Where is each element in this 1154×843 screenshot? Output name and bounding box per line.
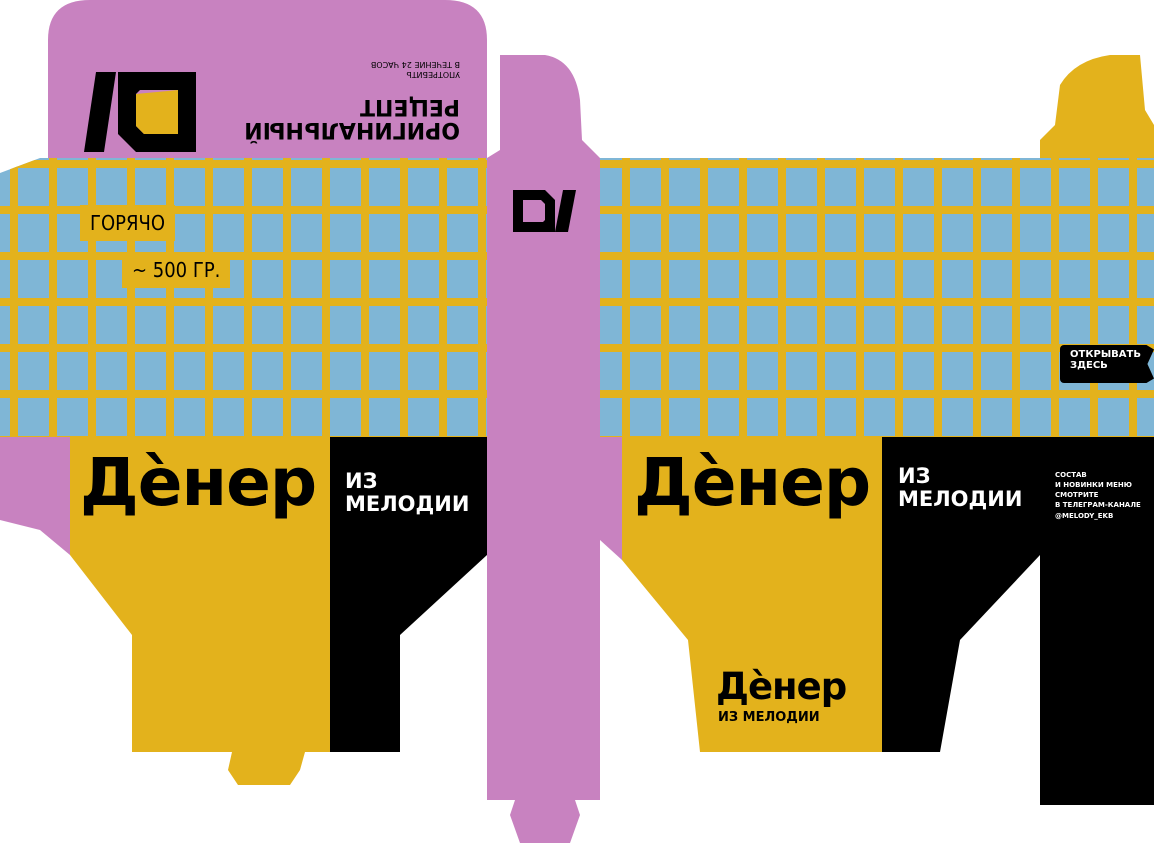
open-here-label: ОТКРЫВАТЬ ЗДЕСЬ (1070, 349, 1141, 371)
recipe-line-2: РЕЦЕПТ (359, 94, 460, 120)
subtitle-line-1: ИЗ (898, 464, 931, 488)
original-recipe: ОРИГИНАЛЬНЫЙ РЕЦЕПТ (244, 94, 460, 143)
middle-strip (487, 55, 600, 843)
usage-line-2: В ТЕЧЕНИЕ 24 ЧАСОВ (370, 60, 460, 70)
small-brand-name: Дѐнер (716, 665, 847, 708)
telegram-handle: @MELODY_EKB (1055, 511, 1114, 520)
brand-name-left: Дѐнер (80, 444, 317, 521)
weight-label: ~ 500 ГР. (122, 252, 231, 288)
right-grid-band (600, 158, 1154, 437)
info-line: СМОТРИТЕ (1055, 491, 1099, 500)
info-line: СОСТАВ (1055, 471, 1087, 479)
top-flap-text: УПОТРЕБИТЬ В ТЕЧЕНИЕ 24 ЧАСОВ (250, 60, 460, 80)
right-black-panel (882, 437, 1040, 752)
hot-label: ГОРЯЧО (80, 205, 175, 241)
di-logo-upside-down (84, 72, 196, 152)
di-logo-middle (513, 190, 576, 232)
usage-note: УПОТРЕБИТЬ В ТЕЧЕНИЕ 24 ЧАСОВ (250, 60, 460, 80)
brand-subtitle-right: ИЗ МЕЛОДИИ (898, 464, 1023, 512)
usage-line-1: УПОТРЕБИТЬ (406, 70, 460, 80)
right-top-flap (1040, 55, 1154, 158)
small-brand-subtitle: ИЗ МЕЛОДИИ (718, 710, 820, 725)
right-yellow-panel (622, 437, 882, 752)
brand-name-right: Дѐнер (634, 444, 871, 521)
brand-subtitle-left: ИЗ МЕЛОДИИ (345, 469, 470, 517)
open-here-tab[interactable] (1060, 345, 1154, 383)
right-end-black-panel (1040, 437, 1154, 805)
left-yellow-panel (70, 437, 330, 785)
subtitle-line-1: ИЗ (345, 469, 378, 493)
recipe-line-1: ОРИГИНАЛЬНЫЙ (244, 117, 460, 143)
info-line: И НОВИНКИ МЕНЮ (1055, 481, 1132, 490)
subtitle-line-2: МЕЛОДИИ (345, 492, 470, 517)
open-line-1: ОТКРЫВАТЬ (1070, 349, 1141, 360)
open-line-2: ЗДЕСЬ (1070, 360, 1108, 371)
left-black-panel (330, 437, 487, 752)
right-side-flap (600, 437, 622, 560)
left-side-flap (0, 437, 70, 555)
info-line: В ТЕЛЕГРАМ-КАНАЛЕ (1055, 501, 1141, 510)
left-grid-band (0, 158, 487, 437)
subtitle-line-2: МЕЛОДИИ (898, 487, 1023, 512)
info-block: СОСТАВ И НОВИНКИ МЕНЮ СМОТРИТЕ В ТЕЛЕГРА… (1055, 470, 1141, 521)
